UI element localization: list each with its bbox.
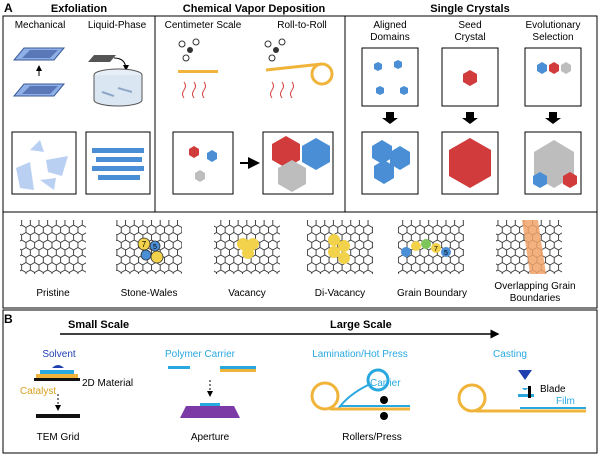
overlap-label-2: Boundaries (510, 293, 561, 304)
cvd-small-domains (189, 146, 217, 182)
panel-b-letter: B (4, 312, 13, 326)
panel-b-box (2, 309, 598, 454)
overlap-label-1: Overlapping Grain (494, 281, 575, 292)
film-label: Film (556, 396, 575, 407)
small-scale-label: Small Scale (68, 319, 129, 331)
seed-large-crystal (449, 138, 491, 188)
seed-label-1: Seed (458, 20, 481, 31)
aligned-label-1: Aligned (373, 20, 406, 31)
panel-a-letter: A (4, 1, 13, 15)
gb-ring7-label: 7 (434, 246, 438, 253)
solvent-label: Solvent (42, 349, 76, 360)
liquid-flakes-box (85, 131, 151, 195)
carrier-label: Carrier (370, 378, 401, 389)
seed-small-crystal (463, 70, 477, 86)
aperture-label: Aperture (191, 432, 230, 443)
defect-lattices (20, 220, 562, 274)
aligned-label-2: Domains (370, 32, 409, 43)
cvd-roll-illustration (264, 38, 334, 99)
aligned-merged-domain (372, 140, 410, 184)
grain-boundary-lattice (398, 220, 464, 274)
single-down-arrows (382, 112, 561, 124)
stone-wales-label: Stone-Wales (121, 288, 178, 299)
gb-ring5-label: 5 (444, 250, 448, 257)
pristine-lattice (20, 220, 86, 274)
cvd-merged-domains (272, 136, 330, 192)
di-vacancy-defect (328, 234, 350, 264)
mechanical-tape-illustration (12, 47, 66, 97)
grain-boundary-label: Grain Boundary (397, 288, 467, 299)
aligned-small-domains (374, 60, 408, 95)
vacancy-label: Vacancy (228, 288, 266, 299)
mechanical-flakes (16, 140, 68, 190)
di-vacancy-label: Di-Vacancy (315, 288, 365, 299)
polymer-carrier-label: Polymer Carrier (165, 349, 236, 360)
exfoliation-title: Exfoliation (51, 3, 108, 15)
ring7-label: 7 (142, 240, 147, 249)
catalyst-label: Catalyst (20, 386, 56, 397)
casting-label: Casting (493, 349, 527, 360)
evo-small-domains (537, 62, 571, 74)
evo-label-2: Selection (532, 32, 573, 43)
casting-illustration: Casting Blade Film (457, 349, 586, 413)
evo-top-box (524, 47, 582, 107)
rollers-label: Rollers/Press (342, 432, 401, 443)
liquid-flakes (92, 148, 144, 180)
pristine-label: Pristine (36, 288, 70, 299)
cvd-centimeter-illustration (178, 38, 218, 99)
evo-label-1: Evolutionary (525, 20, 580, 31)
tem-transfer-illustration: Solvent 2D Material Catalyst TEM Grid (20, 349, 133, 443)
cvd-domains-box (172, 131, 234, 195)
ring5-label: 5 (153, 244, 157, 251)
overlap-defect (522, 220, 546, 274)
lamination-label: Lamination/Hot Press (312, 349, 408, 360)
material-label: 2D Material (82, 378, 133, 389)
grain-boundary-defect: 7 5 (401, 239, 451, 257)
stone-wales-defect: 7 5 (137, 237, 164, 264)
liquid-phase-label: Liquid-Phase (88, 20, 147, 31)
tem-grid-label: TEM Grid (37, 432, 80, 443)
polymer-carrier-illustration: Polymer Carrier Aperture (165, 349, 256, 443)
single-crystals-title: Single Crystals (430, 3, 509, 15)
blade-label: Blade (540, 384, 566, 395)
evo-selected-domain (533, 140, 577, 188)
seed-label-2: Crystal (454, 32, 485, 43)
aligned-top-box (361, 47, 419, 107)
lamination-illustration: Lamination/Hot Press Carrier Rollers/Pre… (310, 349, 410, 443)
centimeter-scale-label: Centimeter Scale (165, 20, 242, 31)
liquid-phase-beaker (88, 55, 143, 107)
roll-to-roll-label: Roll-to-Roll (277, 20, 326, 31)
large-scale-label: Large Scale (330, 319, 392, 331)
cvd-title: Chemical Vapor Deposition (183, 3, 326, 15)
defects-box (2, 211, 598, 309)
vacancy-defect (237, 238, 259, 259)
mechanical-label: Mechanical (15, 20, 66, 31)
